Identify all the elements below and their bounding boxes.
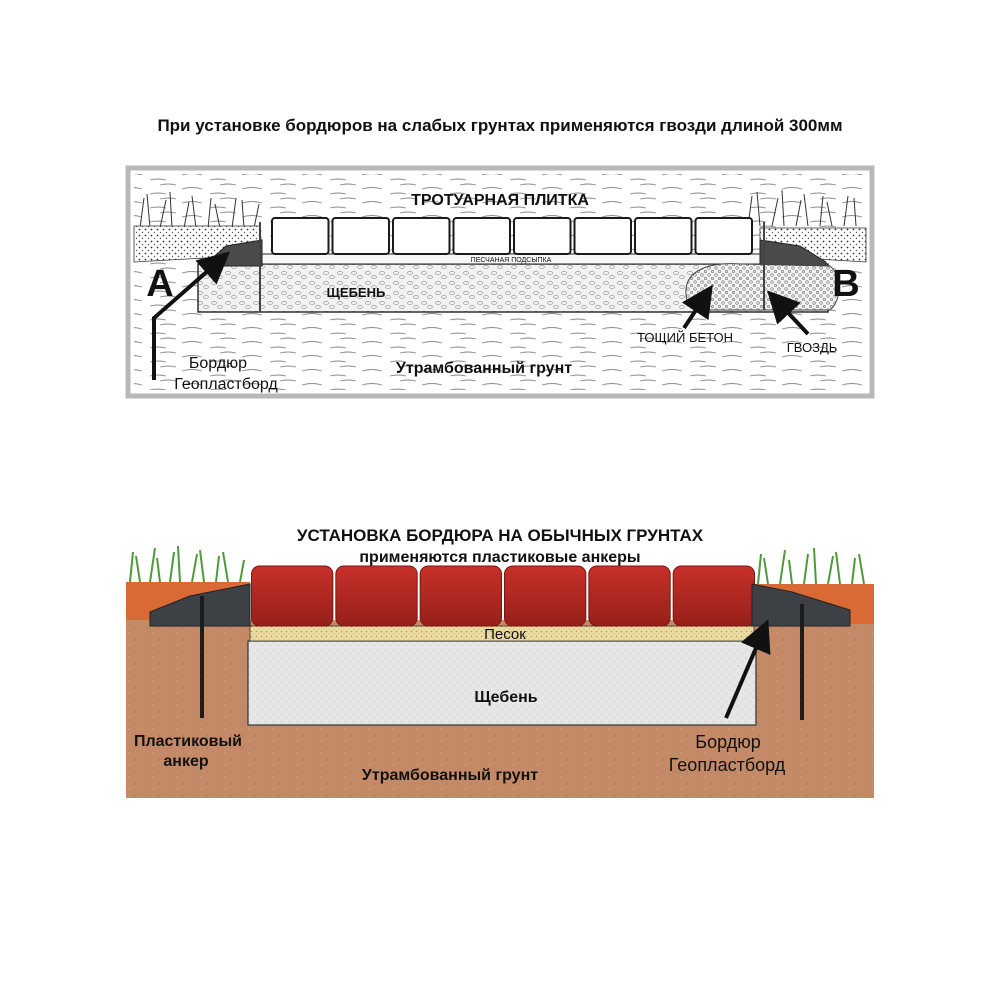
bottom-paver-row [251,565,756,627]
paver-tile-top [392,217,451,255]
paver-tile-top [331,217,390,255]
top-title-label: ТРОТУАРНАЯ ПЛИТКА [411,192,589,209]
arrow-nail [767,290,810,336]
paver-tile-top [694,217,753,255]
grass-right-bottom [757,547,865,585]
grass-left [139,191,260,229]
anchor-label-line2: анкер [163,753,208,770]
gravel-label-bottom: Щебень [474,689,537,706]
compacted-soil-label-top: Утрамбованный грунт [396,360,572,377]
gravel-layer-bottom [247,640,757,726]
paver-tile-bottom [588,565,671,627]
lean-concrete [685,263,840,311]
sand-label-bottom: Песок [484,626,526,643]
border-right-top [759,239,827,267]
arrow-border-bottom [724,619,771,719]
border-label-top-line1: Бордюр [189,355,247,372]
paver-tile-bottom [251,565,334,627]
arrow-border-a [152,251,231,380]
border-label-bottom-line1: Бордюр [695,732,760,752]
paver-tile-bottom [419,565,502,627]
bottom-title-line1: УСТАНОВКА БОРДЮРА НА ОБЫЧНЫХ ГРУНТАХ [297,526,704,545]
paver-tile-top [452,217,511,255]
grass-left-bottom [129,545,245,583]
nail-label: ГВОЗДЬ [787,340,838,355]
arrow-lean-concrete [681,284,713,330]
border-label-bottom-line2: Геопластборд [669,755,786,775]
top-paver-row [271,217,753,255]
paver-tile-bottom [335,565,418,627]
paver-tile-top [513,217,572,255]
lean-concrete-label: ТОЩИЙ БЕТОН [637,330,733,345]
gravel-label-top: ЩЕБЕНЬ [327,285,386,300]
grass-right [747,189,857,227]
top-diagram: ТРОТУАРНАЯ ПЛИТКА ПЕСЧАНАЯ ПОДСЫПКА ЩЕБЕ… [125,165,875,399]
paver-tile-top [634,217,693,255]
border-label-top-line2: Геопластборд [174,376,278,393]
page-heading: При установке бордюров на слабых грунтах… [157,116,843,135]
paver-tile-top [573,217,632,255]
bottom-title-line2: применяются пластиковые анкеры [359,549,640,566]
paver-tile-top [271,217,330,255]
anchor-label-line1: Пластиковый [134,733,242,750]
paver-tile-bottom [504,565,587,627]
marker-a: A [146,263,173,305]
sand-bedding-label: ПЕСЧАНАЯ ПОДСЫПКА [471,257,552,264]
marker-b: B [832,263,859,305]
compacted-soil-label-bottom: Утрамбованный грунт [362,767,538,784]
bottom-diagram: УСТАНОВКА БОРДЮРА НА ОБЫЧНЫХ ГРУНТАХ при… [126,526,874,798]
paver-tile-bottom [672,565,756,627]
